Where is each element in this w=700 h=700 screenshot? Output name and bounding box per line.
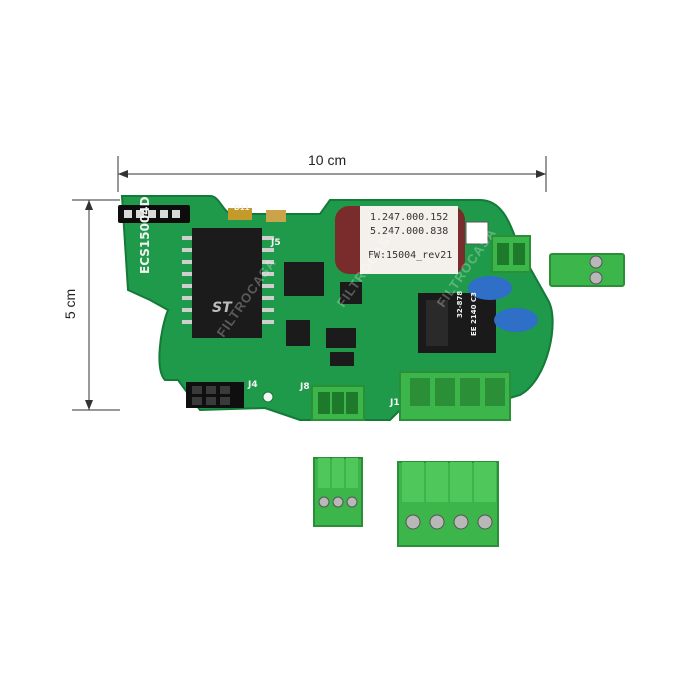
label-d11: D11: [234, 204, 250, 212]
relay-text-2: EE 2140 C3: [470, 292, 478, 336]
main-chip: [192, 228, 262, 338]
label-j4: J4: [248, 380, 258, 390]
relay-text-1: 32-878: [456, 290, 464, 318]
width-label: 10 cm: [308, 152, 347, 168]
label-j8: J8: [300, 382, 310, 392]
model-silkscreen: ECS15004D: [138, 196, 152, 274]
label-j1: J1: [390, 398, 400, 408]
loose-plug-2pin: [549, 253, 625, 287]
sticker-line-1: 1.247.000.152: [370, 212, 449, 223]
sticker-line-2: 5.247.000.838: [370, 226, 449, 237]
chip-brand: ST: [212, 300, 232, 316]
label-j5: J5: [271, 238, 281, 248]
sticker-line-3: FW:15004_rev21: [368, 250, 453, 261]
blue-capacitor: [468, 276, 512, 300]
